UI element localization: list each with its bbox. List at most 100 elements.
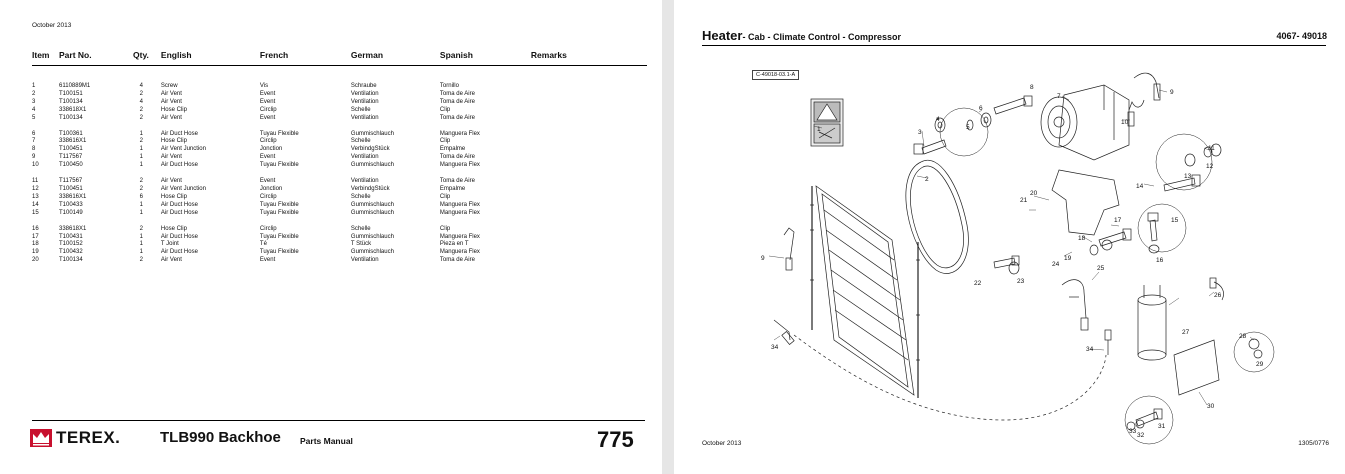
header-english: English xyxy=(160,50,260,66)
cell-item: 6 xyxy=(32,130,36,137)
cell-part-no: 338616X1 xyxy=(59,138,87,145)
title-sub: - Cab - Climate Control - Compressor xyxy=(742,32,901,42)
cell-english: Air Vent xyxy=(160,178,182,185)
detail-circle-4 xyxy=(1233,331,1275,373)
cell-french: Circlip xyxy=(259,225,277,232)
cell-spanish: Toma de Aire xyxy=(439,257,475,264)
cell-part-no: T100450 xyxy=(59,162,83,169)
cell-english: Hose Clip xyxy=(160,225,187,232)
terex-logo: TEREX. xyxy=(30,428,120,448)
cell-french: Tuyau Flexible xyxy=(259,209,299,216)
cell-german: Gummischlauch xyxy=(350,209,394,216)
cell-french: Circlip xyxy=(259,138,277,145)
callout-34: 34 xyxy=(1086,346,1094,353)
manual-type: Parts Manual xyxy=(300,436,353,446)
callout-32: 32 xyxy=(1137,432,1145,439)
cell-remarks xyxy=(531,186,647,194)
cell-remarks xyxy=(531,146,647,154)
cell-qty: 1 xyxy=(139,154,143,161)
cell-french: Té xyxy=(259,241,267,248)
callout-13: 13 xyxy=(1184,173,1192,180)
cell-english: Hose Clip xyxy=(160,106,187,113)
cell-french: Tuyau Flexible xyxy=(259,201,299,208)
cell-spanish: Manguera Flex xyxy=(439,162,480,169)
callout-23: 23 xyxy=(1017,278,1025,285)
cell-german: Schraube xyxy=(350,83,377,89)
cell-part-no: T100451 xyxy=(59,185,83,192)
cell-part-no: T100149 xyxy=(59,209,83,216)
title-main: Heater xyxy=(702,28,743,43)
cell-item: 9 xyxy=(32,154,36,161)
callout-6: 6 xyxy=(979,105,983,112)
callout-19: 19 xyxy=(1064,255,1072,262)
callout-21: 21 xyxy=(1020,197,1028,204)
group-code: 4067- 49018 xyxy=(1276,31,1327,41)
cell-french: Tuyau Flexible xyxy=(259,233,299,240)
cell-part-no: 338618X1 xyxy=(59,106,87,113)
cell-qty: 1 xyxy=(139,146,143,153)
cell-item: 11 xyxy=(32,178,39,185)
cell-german: VerbindgStück xyxy=(350,185,390,192)
cell-german: Gummischlauch xyxy=(350,233,394,240)
cell-spanish: Pieza en T xyxy=(439,241,469,248)
cell-spanish: Manguera Flex xyxy=(439,130,480,137)
right-page: Heater - Cab - Climate Control - Compres… xyxy=(674,0,1345,474)
cell-french: Vis xyxy=(259,83,269,89)
page-number: 775 xyxy=(597,427,634,452)
header-qty: Qty. xyxy=(133,50,161,66)
detail-circle-5 xyxy=(1124,395,1174,445)
header-german: German xyxy=(350,50,440,66)
cell-spanish: Clip xyxy=(439,106,451,113)
cell-item: 3 xyxy=(32,98,36,105)
callout-2: 2 xyxy=(925,176,929,183)
cell-remarks xyxy=(531,91,647,99)
cell-part-no: T100134 xyxy=(59,257,83,264)
cell-item: 19 xyxy=(32,249,39,256)
cell-qty: 1 xyxy=(139,241,143,248)
cell-qty: 6 xyxy=(139,193,143,200)
footer-date: October 2013 xyxy=(702,440,742,447)
cell-german: Schelle xyxy=(350,193,371,200)
cell-german: Schelle xyxy=(350,225,371,232)
cell-french: Event xyxy=(259,98,276,105)
cell-qty: 2 xyxy=(139,257,143,264)
cell-remarks xyxy=(531,154,647,162)
cell-remarks xyxy=(531,194,647,202)
cell-part-no: T117567 xyxy=(59,154,83,161)
cell-french: Event xyxy=(259,90,276,97)
cell-item: 1 xyxy=(32,83,36,89)
cell-french: Event xyxy=(259,114,276,121)
cell-german: Gummischlauch xyxy=(350,249,394,256)
cell-qty: 1 xyxy=(139,162,143,169)
cell-french: Event xyxy=(259,154,276,161)
cell-spanish: Toma de Aire xyxy=(439,154,475,161)
cell-french: Tuyau Flexible xyxy=(259,162,299,169)
cell-remarks xyxy=(531,178,647,186)
cell-part-no: 338616X1 xyxy=(59,193,87,200)
cell-english: Screw xyxy=(160,83,178,89)
cell-german: Gummischlauch xyxy=(350,201,394,208)
cell-german: Ventilation xyxy=(350,257,379,264)
cell-english: Air Vent xyxy=(160,257,182,264)
cell-qty: 1 xyxy=(139,209,143,216)
parts-table: Item Part No. Qty. English French German… xyxy=(32,50,647,265)
cell-english: Air Duct Hose xyxy=(160,233,198,240)
cell-german: Ventilation xyxy=(350,154,379,161)
cell-english: Air Vent xyxy=(160,98,182,105)
cell-item: 16 xyxy=(32,225,39,232)
cell-qty: 2 xyxy=(139,90,143,97)
cell-french: Circlip xyxy=(259,106,277,113)
cell-item: 10 xyxy=(32,162,39,169)
cell-remarks xyxy=(531,66,647,91)
cell-french: Jonction xyxy=(259,146,283,153)
